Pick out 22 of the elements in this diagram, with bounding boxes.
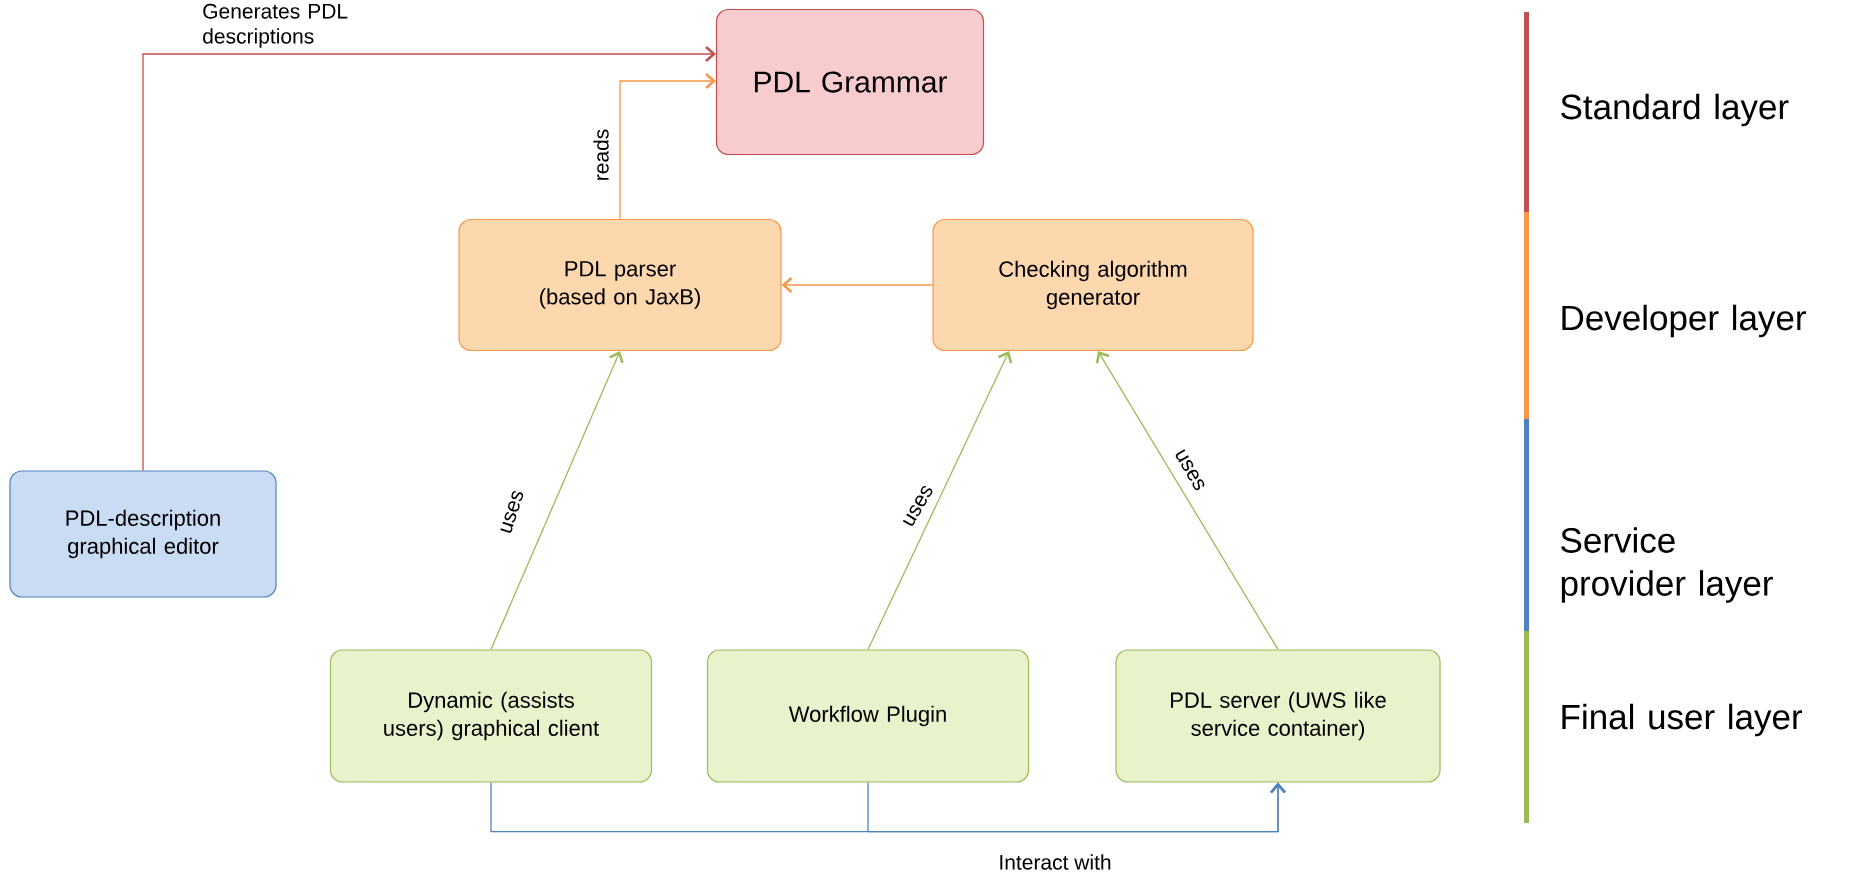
process-box: PDL server (UWS like service container) [1115, 649, 1441, 783]
edge-label: Interact with [1000, 854, 1111, 870]
layer-label: Service provider layer [1561, 527, 1773, 603]
arrow [781, 277, 934, 293]
layer-label: Final user layer [1562, 703, 1803, 737]
process-box: Checking algorithm generator [932, 218, 1254, 352]
arrow [490, 351, 624, 651]
process-box: Dynamic (assists users) graphical client [329, 649, 653, 783]
layer-label: Standard layer [1561, 93, 1789, 127]
process-box: PDL Grammar [715, 8, 985, 156]
arrow [1095, 351, 1279, 651]
process-box: Workflow Plugin [706, 649, 1030, 783]
arrow [867, 351, 1013, 651]
edge-label: reads [593, 129, 609, 180]
arrow [142, 46, 716, 472]
edge-label: Generates PDL descriptions [203, 3, 348, 48]
arrow [619, 73, 716, 220]
edge-label: uses [500, 490, 524, 533]
process-box: PDL parser (based on JaxB) [458, 218, 782, 352]
layer-label: Developer layer [1562, 304, 1806, 338]
arrow [867, 781, 1286, 833]
process-box: PDL-description graphical editor [9, 470, 277, 598]
